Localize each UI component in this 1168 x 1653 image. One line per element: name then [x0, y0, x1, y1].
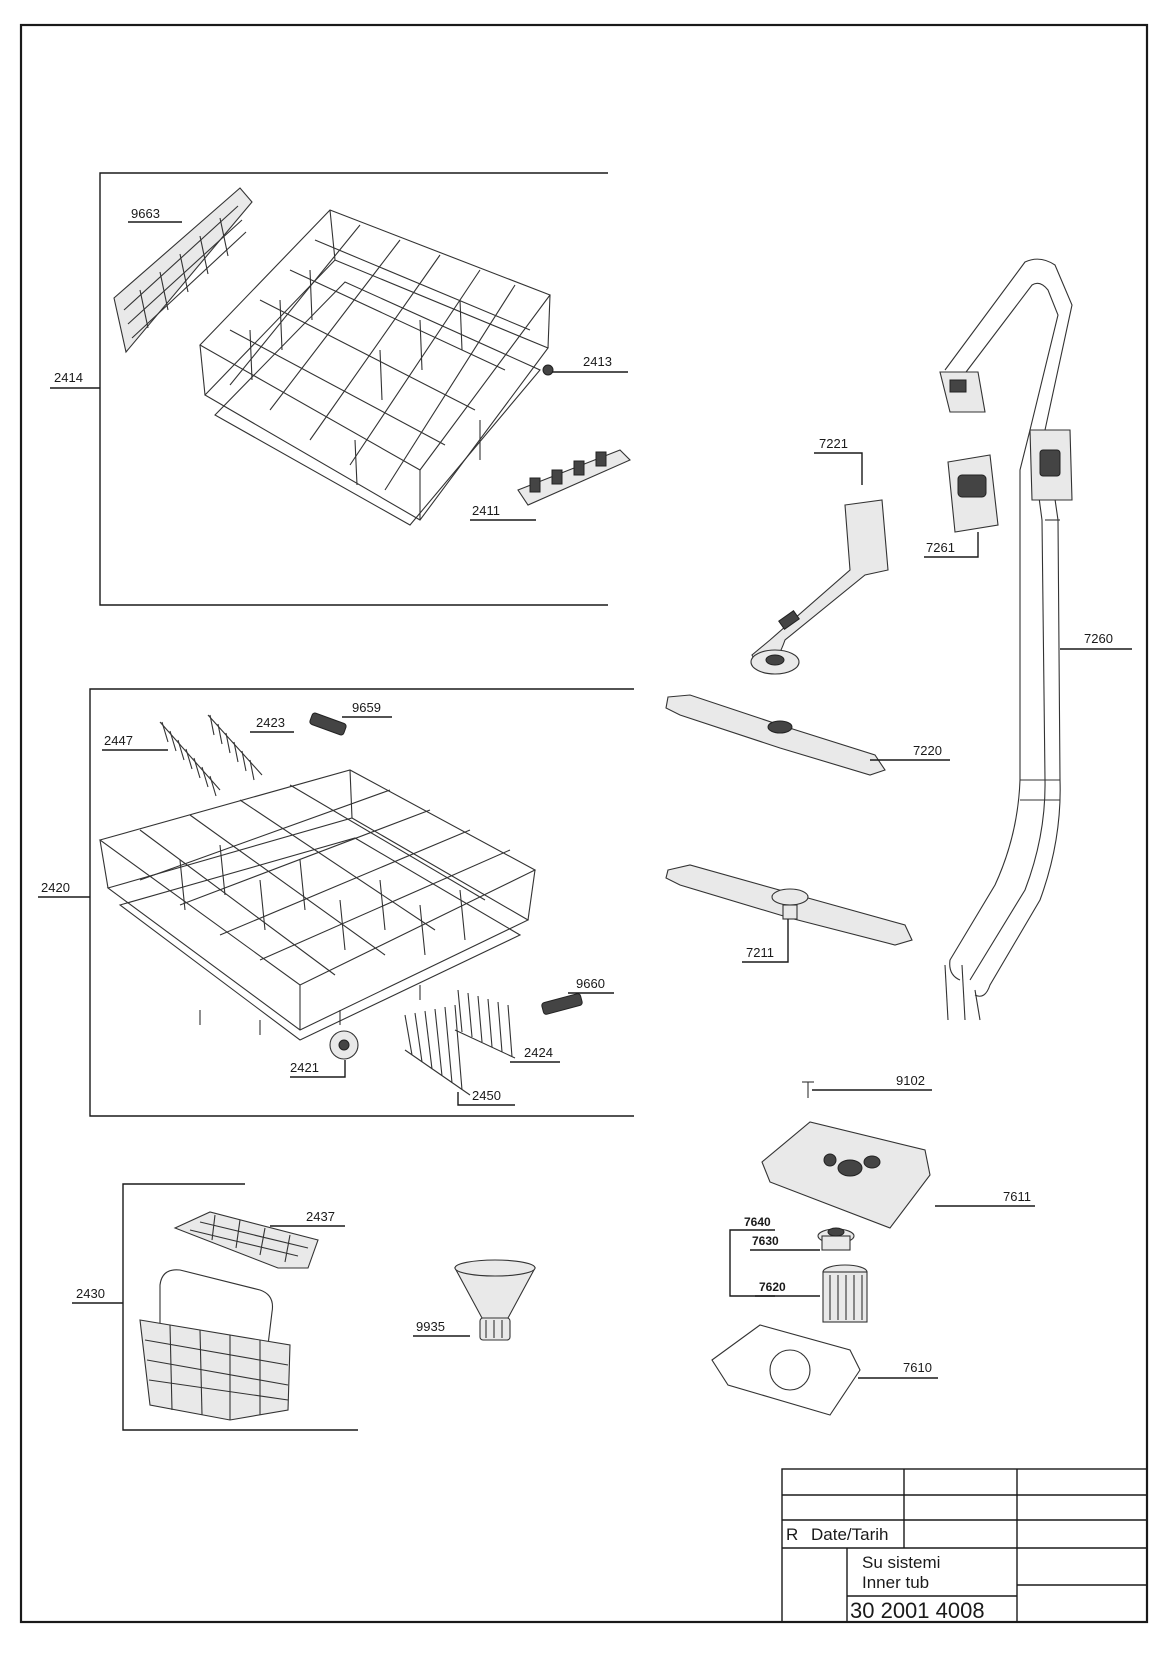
- upper-basket-bracket: [99, 172, 608, 606]
- sheet-frame: [19, 23, 1149, 1624]
- gasket-7610-drawing: [711, 1324, 861, 1416]
- title-turkish: Su sistemi: [862, 1553, 940, 1572]
- label-2413: 2413: [583, 354, 612, 369]
- pipe-connector-mid-drawing: [1029, 429, 1073, 501]
- rack-adjuster-2411-drawing: [517, 449, 631, 506]
- label-2424: 2424: [524, 1045, 553, 1060]
- sump-cover-7611-drawing: [761, 1121, 931, 1229]
- label-9663: 9663: [131, 206, 160, 221]
- label-9102: 9102: [896, 1073, 925, 1088]
- cutlery-basket-bracket: [122, 1183, 358, 1431]
- upper-basket-drawing: [199, 209, 551, 526]
- label-7620: 7620: [759, 1280, 786, 1294]
- label-9660: 9660: [576, 976, 605, 991]
- label-7260: 7260: [1084, 631, 1113, 646]
- cutlery-basket-drawing: [139, 1269, 291, 1421]
- label-7261: 7261: [926, 540, 955, 555]
- label-7630: 7630: [752, 1234, 779, 1248]
- tine-rows-drawing: [159, 714, 263, 797]
- filter-7620-drawing: [822, 1264, 868, 1323]
- label-7640: 7640: [744, 1215, 771, 1229]
- label-7220: 7220: [913, 743, 942, 758]
- upper-spray-arm-7220-drawing: [665, 694, 886, 776]
- lower-spray-arm-7211-drawing: [665, 864, 913, 946]
- salt-funnel-9935-drawing: [454, 1259, 536, 1341]
- water-system-group: 7260 7261 7221 7220 721: [665, 258, 1132, 1416]
- spray-arm-carrier-7221-drawing: [750, 499, 889, 675]
- water-pipe-7260-drawing: [944, 258, 1073, 1021]
- lower-basket-drawing: [98, 769, 537, 1041]
- label-7211: 7211: [746, 945, 774, 960]
- label-2437: 2437: [306, 1209, 335, 1224]
- label-2423: 2423: [256, 715, 285, 730]
- screw-9102-drawing: [802, 1081, 814, 1098]
- label-2430: 2430: [76, 1286, 105, 1301]
- basket-lid-2437-drawing: [173, 1211, 319, 1269]
- clip-9660-drawing: [541, 993, 583, 1015]
- clip-9659-drawing: [309, 712, 347, 736]
- title-block: R Date/Tarih Su sistemi Inner tub 30 200…: [781, 1468, 1148, 1623]
- label-7221: 7221: [819, 436, 848, 451]
- lower-basket-bracket: [89, 688, 634, 1117]
- filter-7630-drawing: [817, 1227, 855, 1251]
- lower-basket-group: 2420 2447 2423 9659: [38, 688, 634, 1117]
- label-9659: 9659: [352, 700, 381, 715]
- label-2447: 2447: [104, 733, 133, 748]
- knob-2421-drawing: [329, 1030, 359, 1060]
- drawing-number: 30 2001 4008: [850, 1598, 985, 1623]
- title-english: Inner tub: [862, 1573, 929, 1592]
- upper-basket-group: 2414 9663: [50, 172, 631, 606]
- label-2421: 2421: [290, 1060, 319, 1075]
- label-7610: 7610: [903, 1360, 932, 1375]
- label-2420: 2420: [41, 880, 70, 895]
- pipe-connector-top-drawing: [939, 371, 986, 413]
- date-label: Date/Tarih: [811, 1525, 888, 1544]
- label-9935: 9935: [416, 1319, 445, 1334]
- label-7611: 7611: [1003, 1189, 1031, 1204]
- revision-label: R: [786, 1525, 798, 1544]
- cutlery-basket-group: 2430 2437: [72, 1183, 536, 1431]
- label-2414: 2414: [54, 370, 83, 385]
- label-2411: 2411: [472, 503, 500, 518]
- cutlery-tray-9663-drawing: [113, 187, 253, 354]
- connector-7261-drawing: [947, 454, 999, 533]
- folding-tines-drawing: [404, 989, 516, 1096]
- label-2450: 2450: [472, 1088, 501, 1103]
